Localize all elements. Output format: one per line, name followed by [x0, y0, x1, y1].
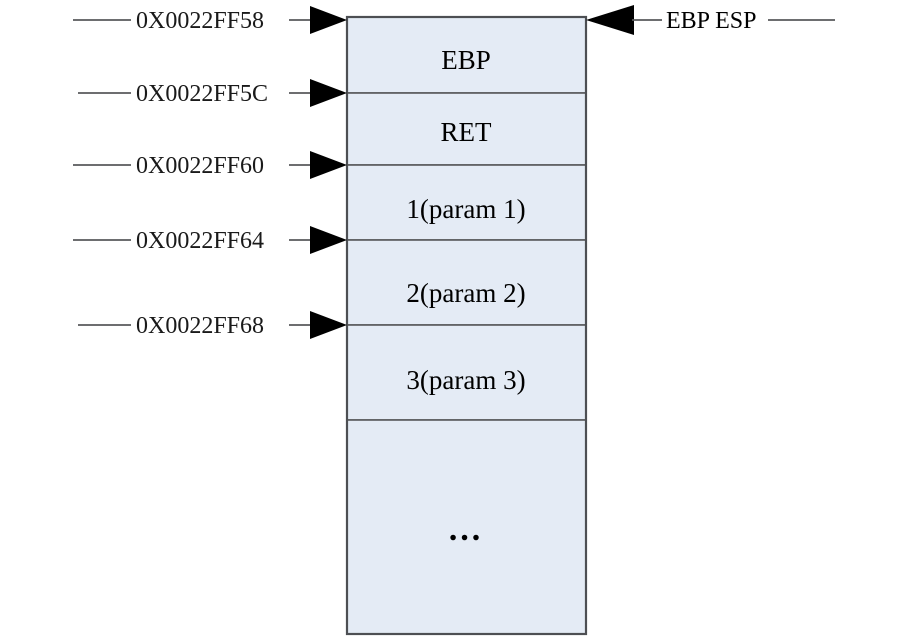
reg-label: EBP ESP	[666, 8, 756, 34]
cell-label-more: …	[448, 511, 485, 548]
cell-label-param1: 1(param 1)	[406, 194, 525, 224]
addr-label: 0X0022FF60	[136, 153, 264, 179]
cell-param1-rect	[346, 164, 587, 241]
cell-more-rect	[346, 419, 587, 635]
cell-ebp-rect	[346, 16, 587, 94]
addr-label: 0X0022FF64	[136, 228, 264, 254]
arrow-right-icon	[310, 311, 347, 339]
addr-label: 0X0022FF5C	[136, 81, 268, 107]
arrow-right-icon	[310, 226, 347, 254]
addr-pointer-0x0022ff64: 0X0022FF64	[73, 226, 347, 254]
cell-label-param3: 3(param 3)	[406, 365, 525, 395]
addr-pointer-0x0022ff58: 0X0022FF58	[73, 6, 347, 34]
reg-pointer-ebp-esp: EBP ESP	[586, 5, 835, 35]
arrow-right-icon	[310, 79, 347, 107]
arrow-right-icon	[310, 151, 347, 179]
arrow-right-icon	[310, 6, 347, 34]
cell-param3-rect	[346, 324, 587, 421]
addr-pointer-0x0022ff68: 0X0022FF68	[78, 311, 347, 339]
addr-pointer-0x0022ff5c: 0X0022FF5C	[78, 79, 347, 107]
cell-ret-rect	[346, 92, 587, 166]
stack-outer-border	[345, 15, 588, 636]
stack-frame-box	[345, 15, 588, 636]
addr-pointer-0x0022ff60: 0X0022FF60	[73, 151, 347, 179]
cell-label-ebp: EBP	[441, 45, 491, 75]
addr-label: 0X0022FF58	[136, 8, 264, 34]
cell-param2-rect	[346, 239, 587, 326]
cell-label-param2: 2(param 2)	[406, 278, 525, 308]
arrow-left-icon	[586, 5, 634, 35]
cell-label-ret: RET	[441, 117, 493, 147]
addr-label: 0X0022FF68	[136, 313, 264, 339]
